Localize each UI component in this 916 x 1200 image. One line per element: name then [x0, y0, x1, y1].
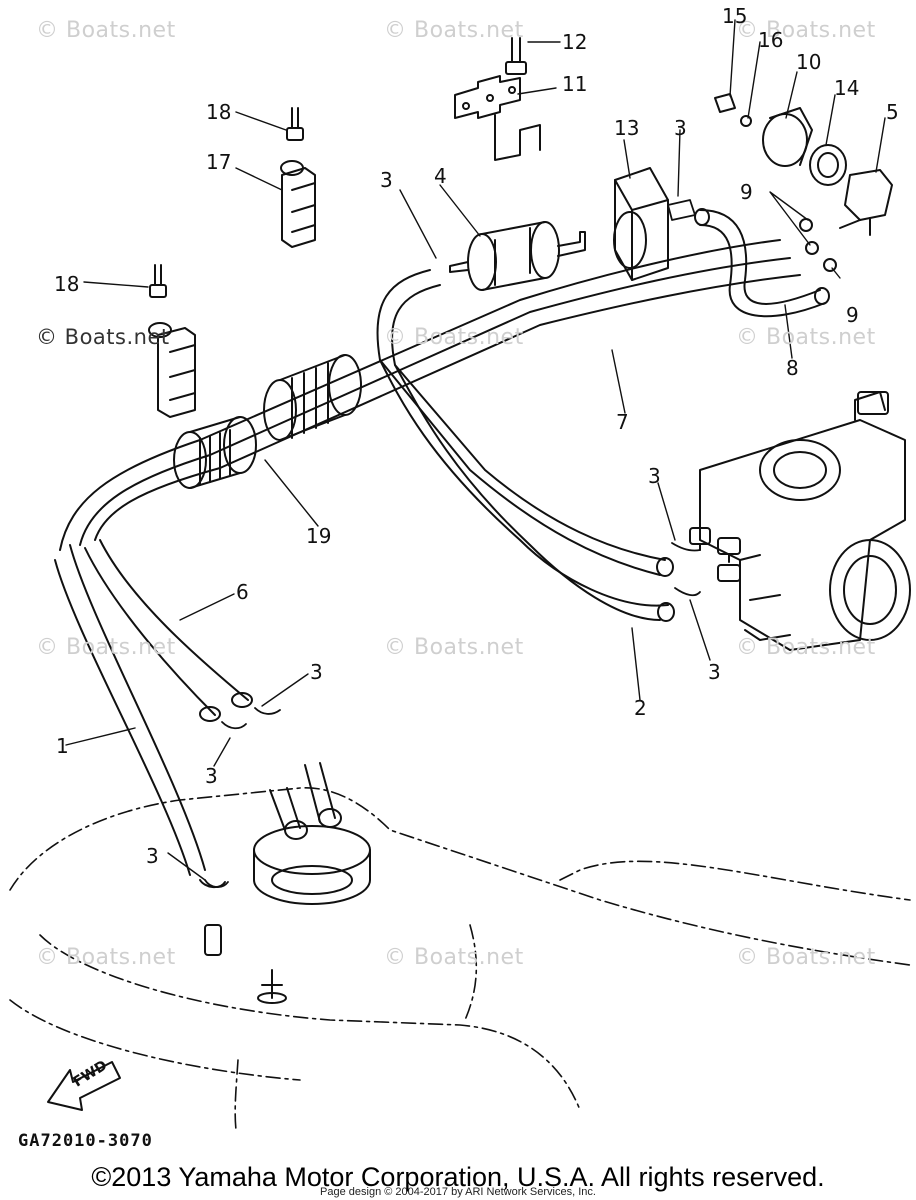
- watermark: © Boats.net: [736, 635, 876, 660]
- callout-3: 3: [205, 764, 218, 788]
- callout-3: 3: [380, 168, 393, 192]
- callout-6: 6: [236, 580, 249, 604]
- watermark: © Boats.net: [384, 325, 524, 350]
- carburetor: [699, 391, 911, 651]
- page-credit: Page design © 2004-2017 by ARI Network S…: [320, 1186, 596, 1198]
- watermark: © Boats.net: [36, 945, 176, 970]
- callout-19: 19: [306, 524, 332, 548]
- hose-1: [54, 544, 206, 876]
- callout-3: 3: [146, 844, 159, 868]
- watermark: © Boats.net: [36, 18, 176, 43]
- callout-10: 10: [796, 50, 822, 74]
- grommet-19: [173, 354, 362, 489]
- bolt-12: [505, 37, 527, 75]
- callout-3: 3: [674, 116, 687, 140]
- bracket-11: [454, 75, 541, 161]
- hose-6: [84, 539, 253, 722]
- fuel-filter-4: [449, 221, 586, 291]
- watermark: © Boats.net: [36, 635, 176, 660]
- callout-13: 13: [614, 116, 640, 140]
- watermark: © Boats.net: [384, 635, 524, 660]
- leader-lines: [65, 19, 886, 881]
- screw-18-upper: [286, 107, 304, 141]
- callout-12: 12: [562, 30, 588, 54]
- fwd-arrow: [47, 1061, 121, 1111]
- fuel-tank-outline: [9, 787, 911, 1131]
- hose-3-loop: [376, 269, 674, 577]
- callout-3: 3: [648, 464, 661, 488]
- callout-3: 3: [708, 660, 721, 684]
- callout-8: 8: [786, 356, 799, 380]
- clamp-17-lower: [148, 322, 196, 418]
- callout-5: 5: [886, 100, 899, 124]
- callout-4: 4: [434, 164, 447, 188]
- watermark: © Boats.net: [736, 945, 876, 970]
- hose-2: [379, 359, 675, 622]
- callout-11: 11: [562, 72, 588, 96]
- callout-18: 18: [206, 100, 232, 124]
- watermark: © Boats.net: [384, 945, 524, 970]
- callout-2: 2: [634, 696, 647, 720]
- callout-7: 7: [616, 410, 629, 434]
- callout-14: 14: [834, 76, 860, 100]
- copyright-notice: ©2013 Yamaha Motor Corporation, U.S.A. A…: [91, 1162, 825, 1192]
- clip-3-group: [204, 199, 701, 888]
- callout-9: 9: [846, 303, 859, 327]
- callout-3: 3: [310, 660, 323, 684]
- fuel-cock-assembly: [714, 93, 893, 272]
- hose-8: [694, 208, 830, 318]
- callout-1: 1: [56, 734, 69, 758]
- watermark: © Boats.net: [36, 325, 170, 349]
- watermark: © Boats.net: [384, 18, 524, 43]
- tank-pump-unit: [253, 762, 371, 905]
- watermark: © Boats.net: [736, 325, 876, 350]
- callout-15: 15: [722, 4, 748, 28]
- carb-fittings: [689, 527, 741, 582]
- screw-18-lower: [149, 264, 167, 298]
- callout-16: 16: [758, 28, 784, 52]
- bracket-13: [613, 167, 669, 281]
- hose-bundle-main: [59, 239, 801, 551]
- watermark: © Boats.net: [736, 18, 876, 43]
- callout-9: 9: [740, 180, 753, 204]
- callout-18: 18: [54, 272, 80, 296]
- clamp-17-upper: [280, 160, 316, 248]
- figure-code: GA72010-3070: [18, 1131, 153, 1151]
- callout-17: 17: [206, 150, 232, 174]
